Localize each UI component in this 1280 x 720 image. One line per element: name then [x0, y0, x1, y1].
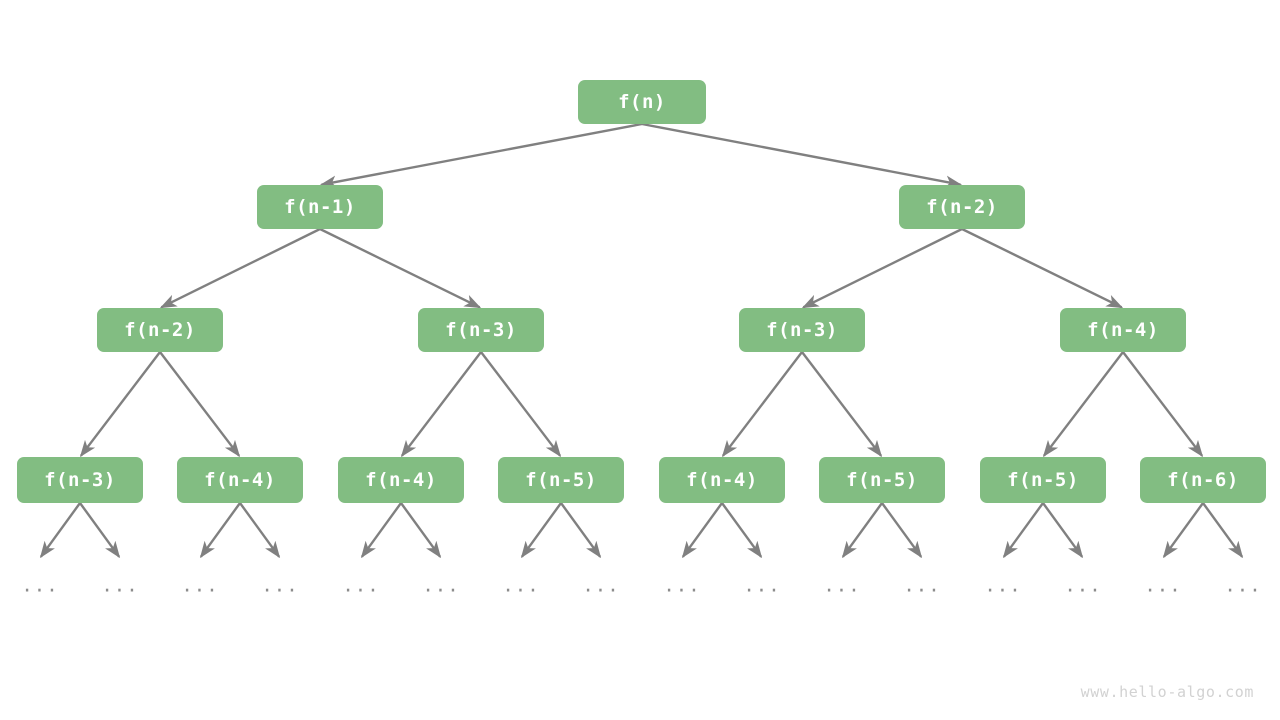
tree-edge — [1042, 351, 1124, 458]
tree-leaf-edge — [400, 502, 442, 559]
tree-edge — [801, 351, 883, 458]
tree-edge — [961, 227, 1124, 309]
tree-leaf-edge — [39, 502, 81, 559]
leaf-ellipsis: ... — [101, 574, 139, 597]
tree-node: f(n-6) — [1140, 457, 1266, 503]
tree-leaf-edge — [1162, 502, 1204, 559]
tree-edge — [319, 122, 643, 189]
tree-node: f(n-2) — [899, 185, 1025, 229]
leaf-ellipsis: ... — [743, 574, 781, 597]
tree-node: f(n-5) — [498, 457, 624, 503]
tree-edge — [1122, 351, 1204, 458]
tree-node: f(n-4) — [338, 457, 464, 503]
tree-leaf-edge — [560, 502, 602, 559]
tree-edge — [480, 351, 562, 458]
tree-edge — [159, 351, 241, 458]
tree-node: f(n-5) — [819, 457, 945, 503]
tree-leaf-edge — [520, 502, 562, 559]
leaf-ellipsis: ... — [1064, 574, 1102, 597]
watermark: www.hello-algo.com — [1080, 683, 1254, 701]
tree-edge — [641, 122, 963, 189]
leaf-ellipsis: ... — [1144, 574, 1182, 597]
tree-leaf-edge — [681, 502, 723, 559]
tree-node: f(n-2) — [97, 308, 223, 352]
tree-edge — [159, 227, 321, 309]
tree-leaf-edge — [239, 502, 281, 559]
tree-node: f(n-3) — [418, 308, 544, 352]
tree-edge — [801, 227, 963, 309]
tree-node: f(n-3) — [17, 457, 143, 503]
tree-leaf-edge — [1002, 502, 1044, 559]
tree-leaf-edge — [360, 502, 402, 559]
leaf-ellipsis: ... — [502, 574, 540, 597]
tree-edge — [79, 351, 161, 458]
tree-leaf-edge — [199, 502, 241, 559]
tree-node: f(n-4) — [177, 457, 303, 503]
leaf-ellipsis: ... — [422, 574, 460, 597]
tree-node: f(n-3) — [739, 308, 865, 352]
leaf-ellipsis: ... — [903, 574, 941, 597]
leaf-ellipsis: ... — [582, 574, 620, 597]
leaf-ellipsis: ... — [984, 574, 1022, 597]
tree-node: f(n) — [578, 80, 706, 124]
leaf-ellipsis: ... — [663, 574, 701, 597]
tree-leaf-edge — [1042, 502, 1084, 559]
leaf-ellipsis: ... — [181, 574, 219, 597]
leaf-ellipsis: ... — [21, 574, 59, 597]
tree-node: f(n-1) — [257, 185, 383, 229]
tree-leaf-edge — [721, 502, 763, 559]
tree-node: f(n-4) — [1060, 308, 1186, 352]
tree-node: f(n-5) — [980, 457, 1106, 503]
leaf-ellipsis: ... — [1224, 574, 1262, 597]
leaf-ellipsis: ... — [823, 574, 861, 597]
tree-edge — [721, 351, 803, 458]
tree-leaf-edge — [1202, 502, 1244, 559]
leaf-ellipsis: ... — [342, 574, 380, 597]
tree-leaf-edge — [881, 502, 923, 559]
tree-node: f(n-4) — [659, 457, 785, 503]
tree-leaf-edge — [79, 502, 121, 559]
tree-leaf-edge — [841, 502, 883, 559]
tree-edge — [319, 227, 482, 309]
leaf-ellipsis: ... — [261, 574, 299, 597]
tree-edge — [400, 351, 482, 458]
